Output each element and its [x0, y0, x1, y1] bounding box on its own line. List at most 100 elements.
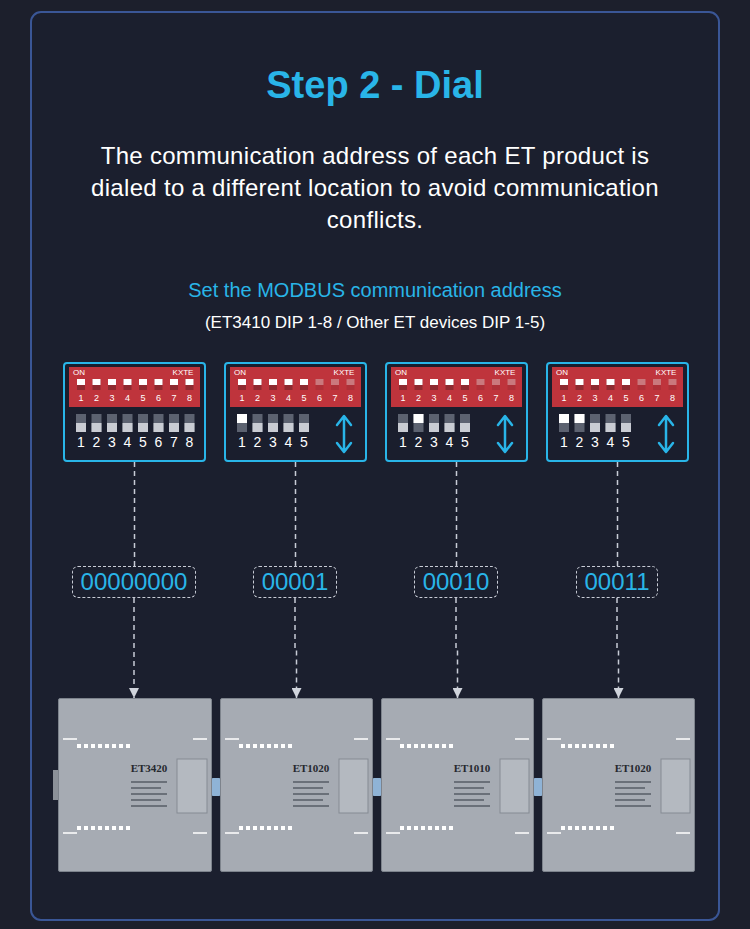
module-groove	[386, 739, 529, 833]
switch-number: 2	[415, 435, 423, 449]
switch-number: 1	[77, 435, 85, 449]
dip-lever	[461, 379, 469, 385]
dip-number: 1	[400, 394, 405, 403]
module-art	[382, 699, 533, 871]
spec-line	[454, 799, 484, 801]
dip-slot	[415, 379, 423, 390]
dip-lever	[139, 379, 147, 385]
switch-number: 3	[430, 435, 438, 449]
led-dot	[260, 826, 264, 830]
dip-number: 6	[317, 394, 322, 403]
dip-switch-box: ONKXTE1234567812345678	[63, 362, 206, 462]
model-label: ET1020	[615, 763, 652, 774]
dip-number: 2	[577, 394, 582, 403]
switch-number: 2	[254, 435, 262, 449]
switch-lever	[284, 423, 294, 432]
dip-slot	[269, 379, 277, 390]
dip-slot	[607, 379, 615, 390]
switch-lever	[429, 423, 439, 432]
switch-lever	[185, 423, 195, 432]
spec-line	[454, 787, 484, 789]
led-dot	[126, 744, 130, 748]
dip-slot	[669, 379, 677, 390]
dashed-connector	[456, 598, 458, 698]
dashed-connector	[133, 598, 135, 698]
switch-slot	[185, 414, 195, 432]
dip-marking: ON	[395, 369, 407, 377]
dip-lever	[446, 379, 454, 385]
led-dot	[246, 744, 250, 748]
switch-slot	[606, 414, 616, 432]
terminal-cover	[339, 759, 368, 813]
dip-number: 7	[332, 394, 337, 403]
led-dot	[84, 744, 88, 748]
intro-text: The communication address of each ET pro…	[70, 140, 680, 236]
led-dot	[84, 826, 88, 830]
dip-switch-box: ONKXTE1234567812345	[224, 362, 367, 462]
dip-lever	[477, 379, 485, 385]
address-value: 00011	[585, 568, 650, 595]
dip-number: 5	[462, 394, 467, 403]
led-dot	[435, 744, 439, 748]
dip-number: 2	[416, 394, 421, 403]
spec-line	[131, 805, 167, 807]
model-label: ET1020	[293, 763, 330, 774]
dip-number: 6	[478, 394, 483, 403]
switch-lever	[590, 423, 600, 432]
switch-number: 4	[446, 435, 454, 449]
dip-number: 3	[109, 394, 114, 403]
led-dot	[428, 826, 432, 830]
switch-slot	[268, 414, 278, 432]
dashed-connector	[456, 462, 458, 566]
spec-line	[454, 805, 490, 807]
dip-number: 6	[639, 394, 644, 403]
dip-lever	[108, 379, 116, 385]
dip-lever	[576, 379, 584, 385]
switch-lever	[138, 423, 148, 432]
led-dot	[288, 826, 292, 830]
dip-slot	[347, 379, 355, 390]
led-dot	[112, 826, 116, 830]
led-dot	[288, 744, 292, 748]
led-dot	[589, 744, 593, 748]
led-dot	[610, 744, 614, 748]
dip-slot	[560, 379, 568, 390]
dip-lever	[238, 379, 246, 385]
io-module: ET1020	[220, 698, 373, 872]
led-dot	[239, 744, 243, 748]
terminal-cover	[177, 759, 207, 813]
dip-lever	[124, 379, 132, 385]
dip-slot	[77, 379, 85, 390]
dip-switch-art	[65, 364, 204, 460]
switch-slot	[445, 414, 455, 432]
dip-number: 5	[301, 394, 306, 403]
led-dot	[246, 826, 250, 830]
led-dot	[589, 826, 593, 830]
switch-lever	[123, 423, 133, 432]
switch-number: 4	[285, 435, 293, 449]
switch-slot	[284, 414, 294, 432]
led-dot	[281, 744, 285, 748]
page-title: Step 2 - Dial	[0, 62, 750, 108]
dip-slot	[461, 379, 469, 390]
dip-slot	[653, 379, 661, 390]
dip-lever	[254, 379, 262, 385]
dip-lever	[430, 379, 438, 385]
spec-line	[615, 799, 645, 801]
dip-slot	[93, 379, 101, 390]
led-dot	[267, 826, 271, 830]
dip-lever	[316, 379, 324, 385]
led-dot	[126, 826, 130, 830]
spec-line	[293, 805, 329, 807]
dip-slot	[446, 379, 454, 390]
switch-number: 1	[399, 435, 407, 449]
dip-marking: KXTE	[656, 369, 677, 377]
switch-slot	[429, 414, 439, 432]
switch-number: 6	[155, 435, 163, 449]
switch-lever	[299, 423, 309, 432]
switch-slot	[138, 414, 148, 432]
dip-slot	[238, 379, 246, 390]
led-dot	[267, 744, 271, 748]
led-dot	[449, 826, 453, 830]
switch-slot	[575, 414, 585, 432]
